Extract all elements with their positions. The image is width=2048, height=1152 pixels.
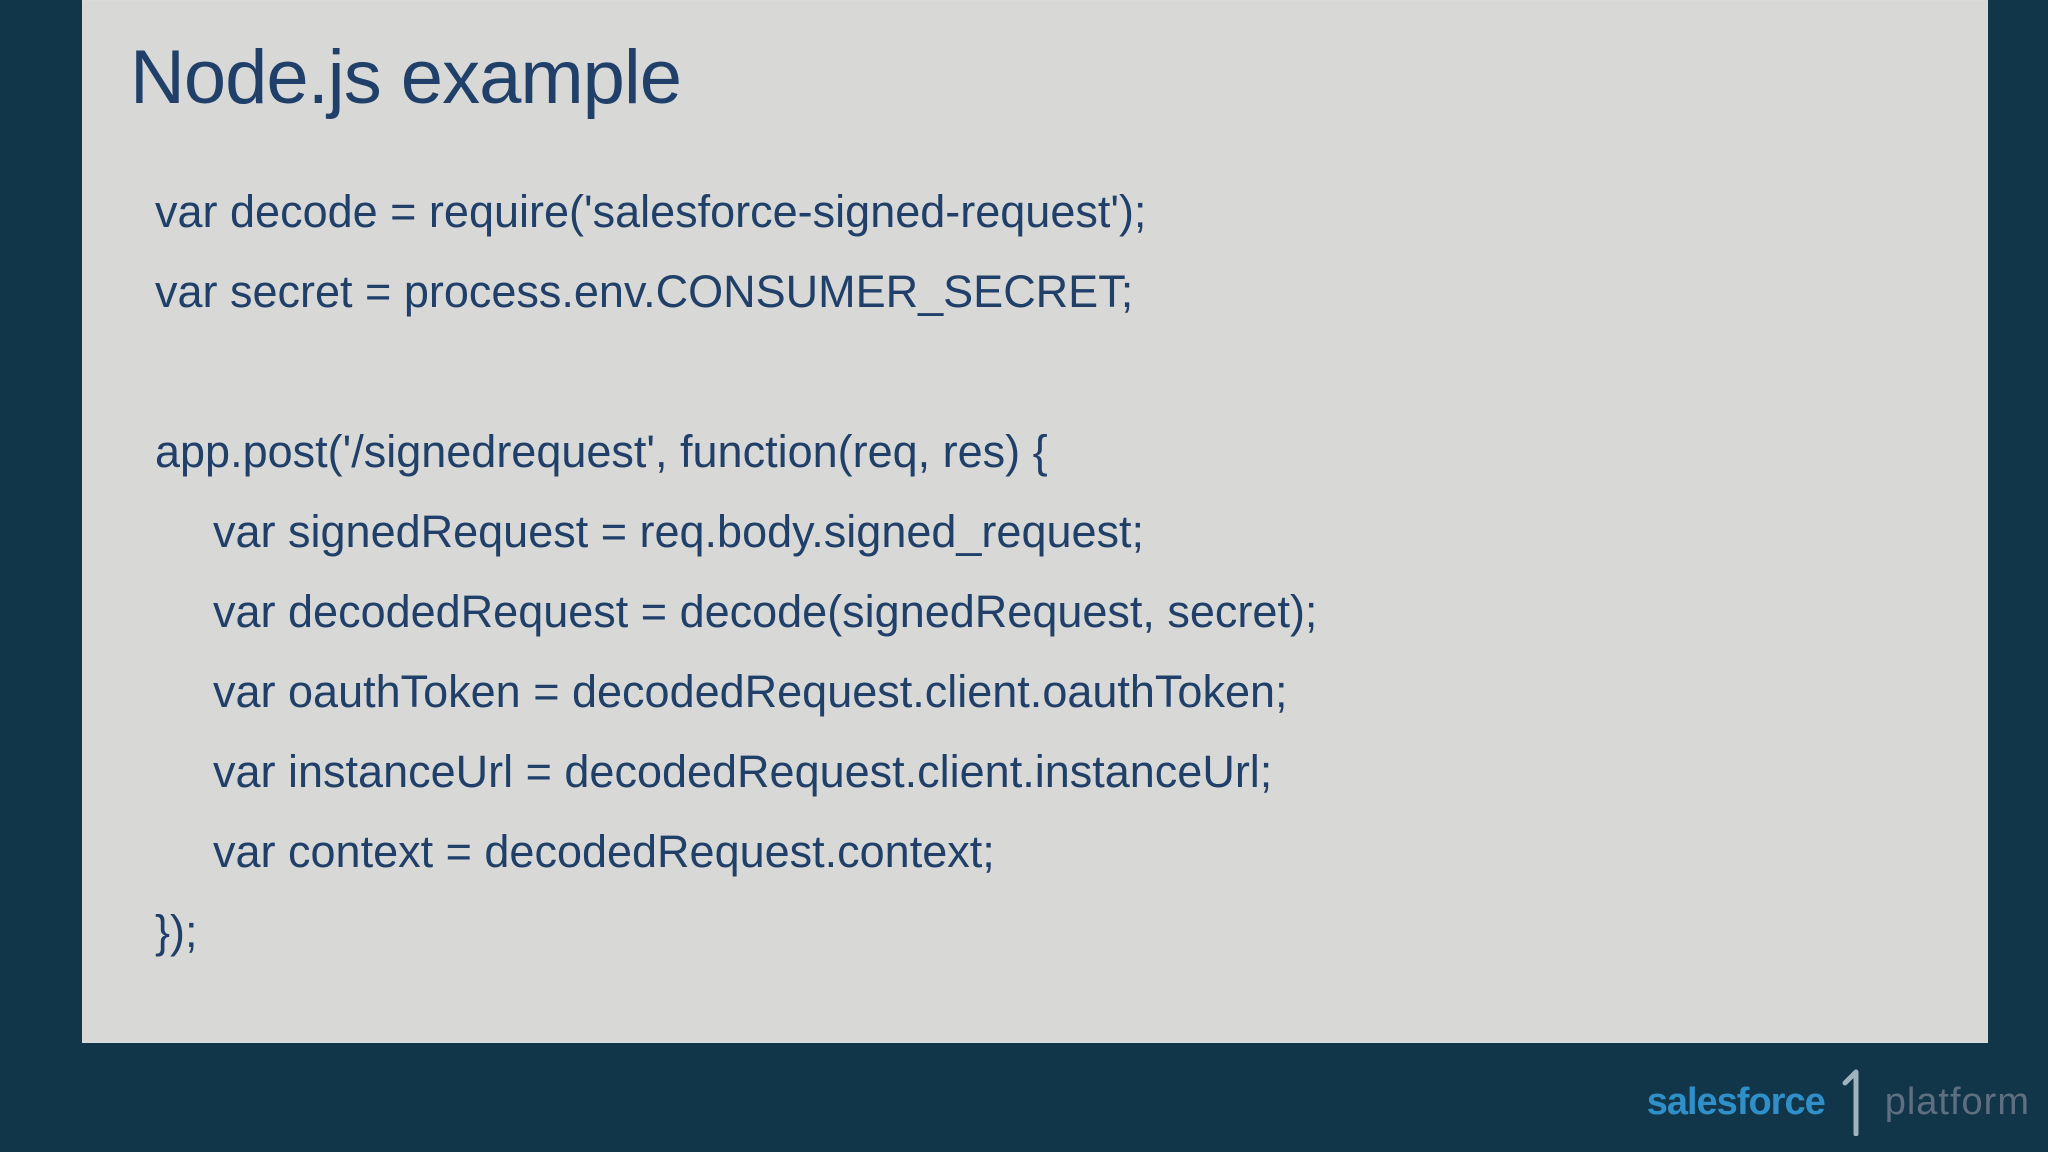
code-line (155, 332, 1317, 412)
slide-canvas: Node.js example var decode = require('sa… (82, 0, 1988, 1043)
code-block: var decode = require('salesforce-signed-… (155, 172, 1317, 972)
code-line: var signedRequest = req.body.signed_requ… (213, 506, 1145, 557)
salesforce-logo-text: salesforce (1646, 1080, 1826, 1123)
code-line: var decode = require('salesforce-signed-… (155, 186, 1147, 237)
code-line: var decodedRequest = decode(signedReques… (213, 586, 1318, 637)
code-line: var instanceUrl = decodedRequest.client.… (213, 746, 1273, 797)
code-line: app.post('/signedrequest', function(req,… (155, 426, 1048, 477)
footer-logo: salesforce platform (1647, 1068, 2030, 1136)
code-line: var oauthToken = decodedRequest.client.o… (213, 666, 1288, 717)
code-line: var secret = process.env.CONSUMER_SECRET… (155, 266, 1134, 317)
platform-logo-text: platform (1884, 1080, 2030, 1123)
salesforce1-numeral-icon (1842, 1069, 1859, 1136)
code-line: var context = decodedRequest.context; (213, 826, 995, 877)
code-line: }); (155, 906, 198, 957)
slide-title: Node.js example (130, 35, 682, 120)
